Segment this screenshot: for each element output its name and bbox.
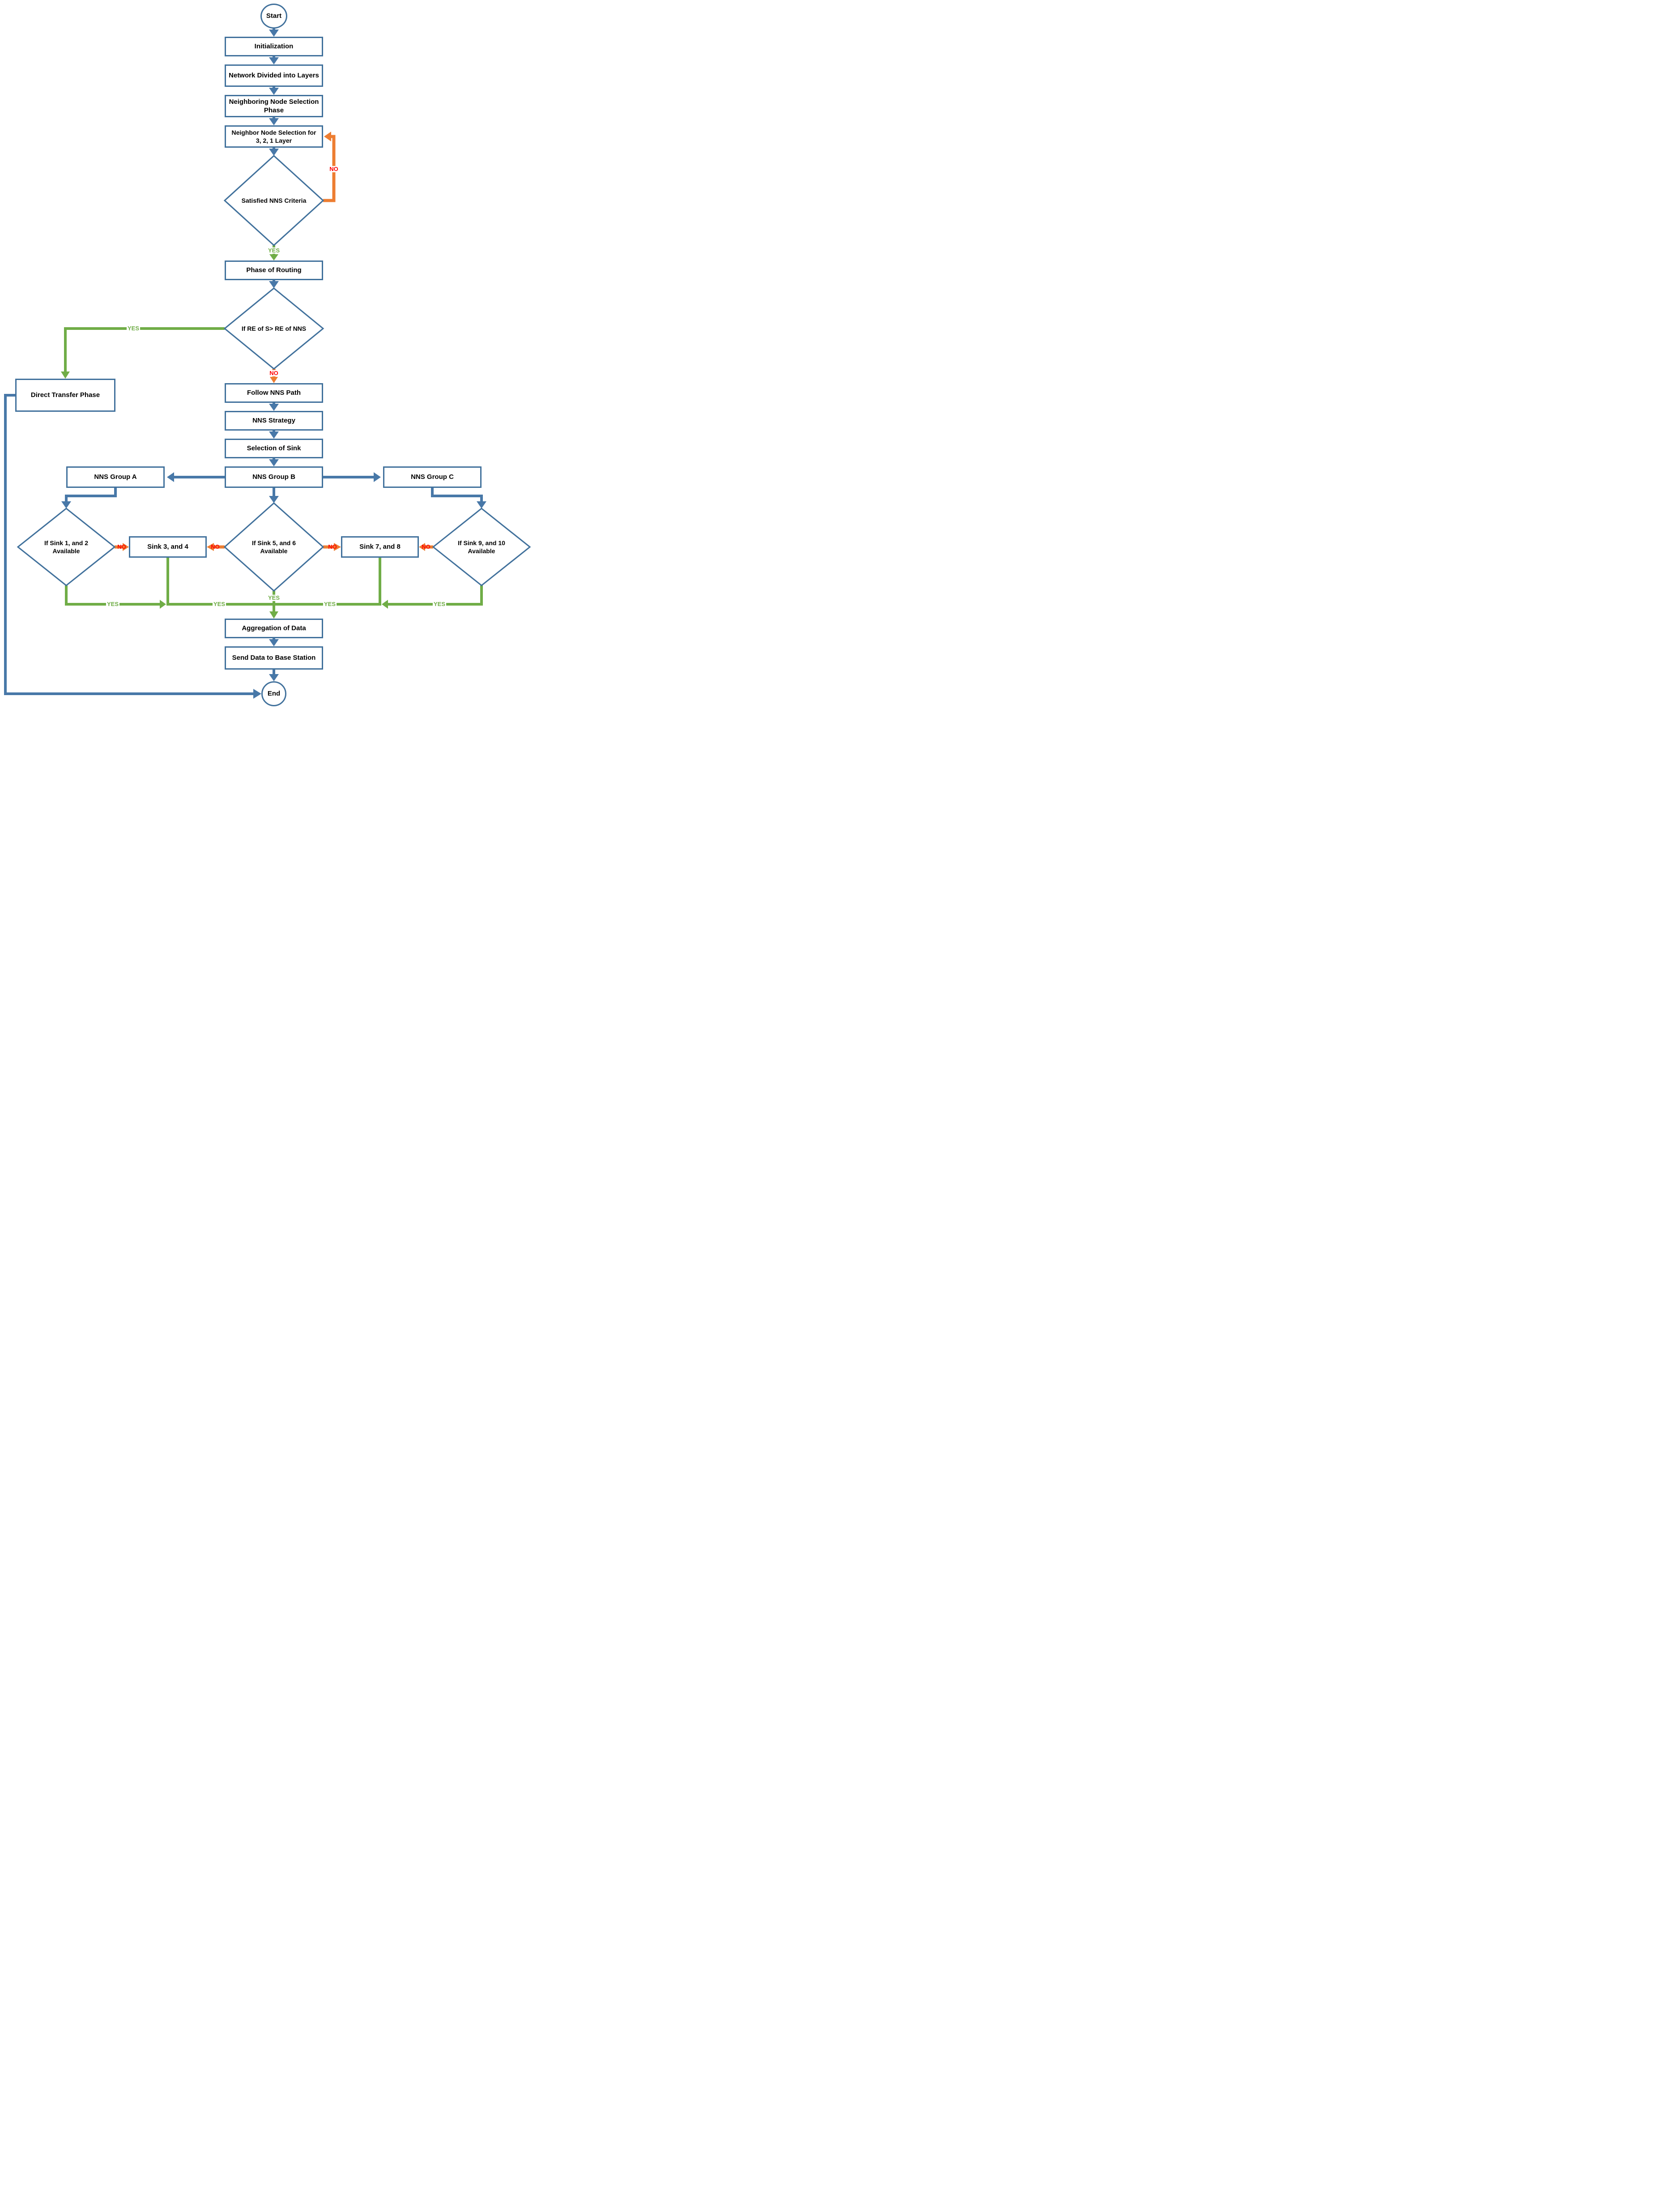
aggregation-label: Aggregation of Data bbox=[242, 624, 306, 632]
decision-if-sink-5-6 bbox=[223, 502, 324, 592]
direct-transfer-box: Direct Transfer Phase bbox=[15, 379, 115, 412]
start-terminal: Start bbox=[260, 4, 287, 29]
nns-group-a-box: NNS Group A bbox=[66, 466, 165, 488]
if-sink-1-2-label: If Sink 1, and 2 Available bbox=[44, 539, 89, 555]
decision-if-re bbox=[223, 287, 324, 370]
send-to-base-box: Send Data to Base Station bbox=[225, 646, 323, 670]
nns-group-c-box: NNS Group C bbox=[383, 466, 482, 488]
phase-of-routing-label: Phase of Routing bbox=[246, 266, 302, 274]
edge-neighboring-nns321 bbox=[269, 117, 279, 125]
yes-label-ifre: YES bbox=[126, 325, 141, 332]
aggregation-box: Aggregation of Data bbox=[225, 619, 323, 638]
edge-groupb-groupc bbox=[323, 472, 381, 482]
selection-of-sink-box: Selection of Sink bbox=[225, 439, 323, 458]
flowchart: Start Initialization Network Divided int… bbox=[0, 0, 537, 711]
flowchart-connectors bbox=[4, 29, 531, 699]
sink-7-8-label: Sink 7, and 8 bbox=[359, 543, 401, 551]
yes-label-sink12: YES bbox=[106, 600, 120, 608]
no-label-sink12: NO bbox=[117, 543, 126, 550]
no-label-sink910: NO bbox=[422, 543, 431, 550]
edge-sink910-no-sink78 bbox=[419, 543, 433, 551]
edge-sink56-no-sink78 bbox=[323, 543, 341, 551]
edge-groupb-groupa bbox=[167, 472, 225, 482]
no-label-sink56-left: NO bbox=[211, 543, 220, 550]
phase-of-routing-box: Phase of Routing bbox=[225, 260, 323, 280]
selection-of-sink-label: Selection of Sink bbox=[247, 444, 301, 453]
nns-group-b-box: NNS Group B bbox=[225, 466, 323, 488]
edge-sink12-no-sink34 bbox=[115, 543, 129, 551]
edge-network-neighboring bbox=[269, 87, 279, 95]
start-label: Start bbox=[266, 12, 282, 20]
edge-sink34-yes bbox=[166, 558, 274, 606]
yes-label-satisfied: YES bbox=[267, 247, 281, 254]
yes-label-sink78: YES bbox=[323, 600, 337, 608]
edge-sink56-no-sink34 bbox=[207, 543, 225, 551]
if-sink-5-6-label: If Sink 5, and 6 Available bbox=[252, 539, 296, 555]
end-label: End bbox=[267, 690, 281, 698]
end-terminal: End bbox=[261, 681, 286, 706]
edge-follow-strategy bbox=[269, 403, 279, 411]
network-divided-label: Network Divided into Layers bbox=[229, 72, 319, 80]
edge-phase-routing-ifre-diamond bbox=[269, 280, 279, 288]
edge-groupb-sink56-diamond bbox=[269, 488, 279, 503]
nns-strategy-box: NNS Strategy bbox=[225, 411, 323, 431]
nns-group-c-label: NNS Group C bbox=[411, 473, 454, 481]
no-label-ifre: NO bbox=[269, 369, 279, 377]
edge-send-end bbox=[269, 670, 279, 681]
yes-label-sink910: YES bbox=[432, 600, 447, 608]
yes-label-sink56: YES bbox=[267, 594, 281, 602]
edge-direct-transfer-end bbox=[4, 394, 261, 699]
sink-7-8-box: Sink 7, and 8 bbox=[341, 536, 419, 558]
send-to-base-label: Send Data to Base Station bbox=[232, 654, 316, 662]
nns-321-box: Neighbor Node Selection for 3, 2, 1 Laye… bbox=[225, 125, 323, 148]
decision-if-sink-1-2 bbox=[17, 508, 116, 586]
follow-nns-path-label: Follow NNS Path bbox=[247, 389, 301, 397]
edge-sink56-yes-aggregation bbox=[269, 591, 278, 619]
satisfied-nns-label: Satisfied NNS Criteria bbox=[241, 196, 307, 204]
sink-3-4-label: Sink 3, and 4 bbox=[147, 543, 188, 551]
follow-nns-path-box: Follow NNS Path bbox=[225, 383, 323, 403]
if-re-label: If RE of S> RE of NNS bbox=[241, 325, 307, 332]
edge-start-initialization bbox=[269, 29, 279, 37]
edge-initialization-network bbox=[269, 56, 279, 64]
network-divided-box: Network Divided into Layers bbox=[225, 64, 323, 87]
edge-nns321-satisfied-diamond bbox=[269, 148, 279, 156]
edge-groupa-sink12-diamond bbox=[61, 488, 117, 508]
no-label-satisfied-loop: NO bbox=[328, 165, 339, 173]
edge-aggregation-send bbox=[269, 638, 279, 646]
edge-groupc-sink910-diamond bbox=[431, 488, 486, 508]
if-sink-9-10-label: If Sink 9, and 10 Available bbox=[458, 539, 505, 555]
edge-sink78-yes bbox=[274, 558, 381, 606]
decision-if-sink-9-10 bbox=[432, 508, 531, 586]
neighboring-selection-box: Neighboring Node Selection Phase bbox=[225, 95, 323, 117]
edge-sink12-yes bbox=[65, 585, 166, 609]
nns-321-label: Neighbor Node Selection for 3, 2, 1 Laye… bbox=[231, 128, 316, 144]
edge-strategy-selection bbox=[269, 431, 279, 439]
edge-ifre-yes-direct-transfer bbox=[61, 327, 225, 379]
initialization-label: Initialization bbox=[254, 43, 294, 51]
direct-transfer-label: Direct Transfer Phase bbox=[30, 391, 100, 399]
no-label-sink56-right: NO bbox=[328, 543, 337, 550]
edge-selection-groupb bbox=[269, 458, 279, 466]
nns-group-a-label: NNS Group A bbox=[94, 473, 137, 481]
neighboring-selection-label: Neighboring Node Selection Phase bbox=[229, 98, 319, 115]
nns-group-b-label: NNS Group B bbox=[252, 473, 295, 481]
edge-sink910-yes bbox=[382, 585, 483, 609]
decision-satisfied-nns bbox=[223, 154, 324, 247]
yes-label-sink34: YES bbox=[212, 600, 226, 608]
initialization-box: Initialization bbox=[225, 37, 323, 56]
nns-strategy-label: NNS Strategy bbox=[252, 417, 295, 425]
sink-3-4-box: Sink 3, and 4 bbox=[129, 536, 207, 558]
